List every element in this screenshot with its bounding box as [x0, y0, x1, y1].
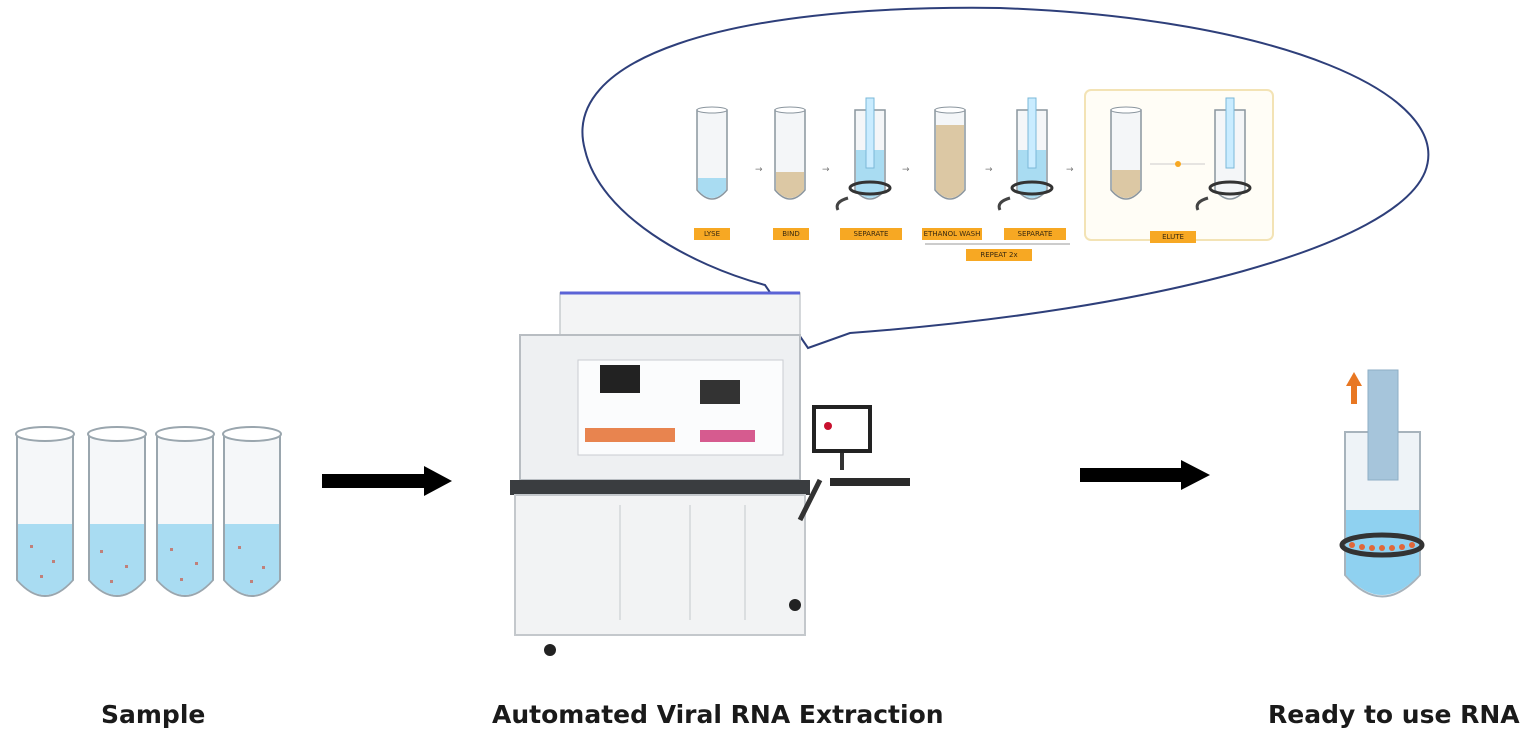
step-arrows: → → → → →: [755, 165, 1074, 175]
lyse-tube: [696, 106, 728, 200]
arrow-to-instrument: [322, 466, 452, 496]
liquid-handler-instrument: [510, 291, 910, 656]
caption-ready: Ready to use RNA: [1268, 700, 1520, 729]
caption-extraction: Automated Viral RNA Extraction: [492, 700, 944, 729]
arrow-to-result: [1080, 460, 1210, 490]
sample-tubes: [15, 426, 282, 597]
step-lyse: LYSE: [694, 228, 730, 240]
ethanol-wash-tube: [934, 106, 966, 200]
separate-tube-2: [997, 97, 1054, 211]
svg-text:→: →: [1066, 165, 1074, 175]
svg-text:→: →: [755, 165, 763, 175]
step-repeat: REPEAT 2x: [966, 249, 1032, 261]
step-separate-1: SEPARATE: [840, 228, 902, 240]
svg-text:→: →: [985, 165, 993, 175]
step-elute: ELUTE: [1150, 231, 1196, 243]
rna-tube: [1339, 369, 1425, 598]
svg-text:→: →: [902, 165, 910, 175]
elute-tube-1: [1110, 106, 1142, 200]
svg-text:→: →: [822, 165, 830, 175]
step-ethanol-wash: ETHANOL WASH: [922, 228, 982, 240]
step-separate-2: SEPARATE: [1004, 228, 1066, 240]
step-bind: BIND: [773, 228, 809, 240]
caption-sample: Sample: [101, 700, 206, 729]
bind-tube: [774, 106, 806, 200]
elute-tube-2: [1195, 97, 1252, 211]
separate-tube-1: [835, 97, 892, 211]
